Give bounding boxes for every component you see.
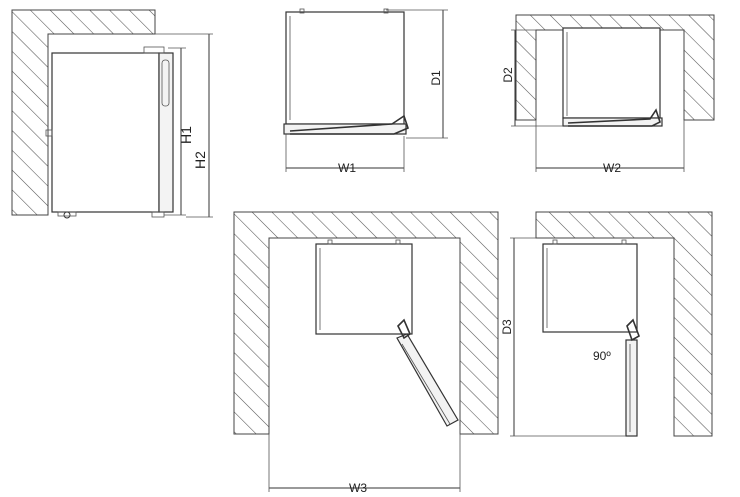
d3-hinge-right [621,239,627,245]
alcove-fridge-body [562,27,661,119]
d3-label: D3 [500,319,514,335]
d2-label: D2 [501,67,515,83]
d1-label: D1 [429,70,443,86]
top-view-w1-d1: W1 D1 [283,8,448,175]
w3-fridge-body [315,243,413,335]
w3-label: W3 [349,481,367,495]
side-view-wall [11,9,156,216]
door-open-view-d3: 90º D3 [500,211,713,437]
recess-wall-w3 [233,211,499,435]
w3-open-door [396,333,459,427]
w3-open-door-inner [401,343,451,425]
side-view-handle [161,59,170,107]
d3-hinge-left [552,239,558,245]
top-view-hinge-left [299,8,305,14]
d3-door-handle [626,318,640,342]
top-view-hinge-right [383,8,389,14]
side-view-rear-plug [45,129,53,137]
side-view-door [158,52,174,213]
top-view-door-ajar [289,114,409,135]
h1-label: H1 [178,126,194,144]
w1-label: W1 [338,161,356,175]
side-view-rear-base [57,211,77,217]
side-view-hinge [143,46,165,54]
side-view-fridge-body [51,52,160,213]
side-view: H1 H2 [11,9,213,219]
alcove-view-w2-d2: W2 D2 [501,14,715,175]
alcove-door-ajar [567,108,661,127]
h2-label: H2 [192,151,208,169]
w2-label: W2 [603,161,621,175]
door-open-view-w3: W3 [233,211,499,495]
side-view-front-foot [151,211,165,218]
opening-angle-label: 90º [593,349,611,363]
top-view-fridge-body [285,11,405,125]
w3-door-handle [397,318,411,340]
w3-hinge-right [395,239,401,245]
alcove-wall [515,14,715,121]
d3-fridge-body [542,243,638,333]
d3-open-door [625,339,638,437]
top-view-door [283,123,407,135]
w3-hinge-left [327,239,333,245]
side-view-rear-foot [63,211,71,219]
